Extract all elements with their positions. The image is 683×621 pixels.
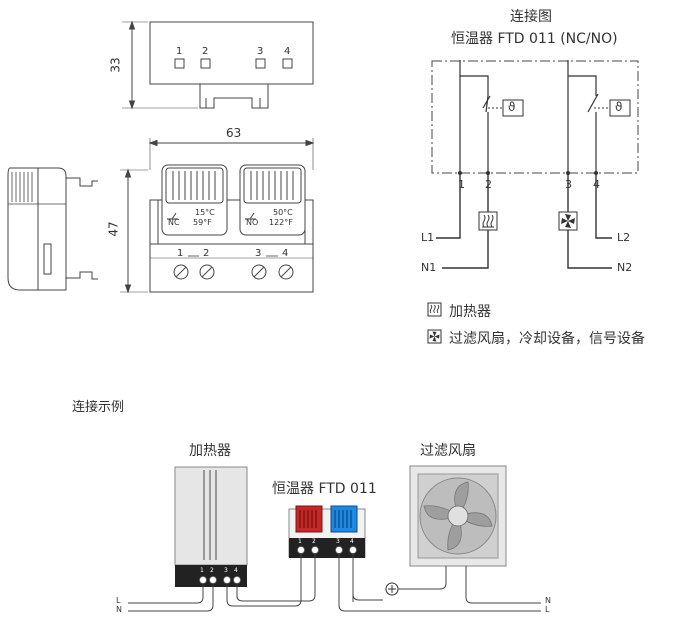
nc-prefix: NC [168,218,180,227]
wiring-terminal-4: 4 [593,178,600,191]
example-title: 连接示例 [72,400,125,415]
wiring-subtitle: 恒温器 FTD 011 (NC/NO) [451,31,618,47]
top-terminal-label-4: 4 [284,46,291,57]
side-view-body [7,167,67,291]
left-line-l: L [116,596,121,605]
wiring-title: 连接图 [510,9,552,25]
din-clip [199,84,269,109]
label-l1: L1 [421,231,435,244]
top-terminal-label-3: 3 [257,46,264,57]
dim-47-label: 47 [106,221,121,237]
no-prefix: NO [246,218,259,227]
label-n1: N1 [421,261,437,274]
nc-temp-f: 59°F [193,218,212,227]
dim-63-label: 63 [226,126,242,140]
thermostat-terminal-num-1: 1 [298,538,302,545]
top-terminal-1 [174,58,185,69]
top-terminal-2 [200,58,211,69]
wiring-terminal-2: 2 [485,178,492,191]
heater-terminal-num-2: 2 [210,567,214,574]
right-line-n: N [545,596,551,605]
top-terminal-label-1: 1 [176,46,183,57]
label-n2: N2 [617,261,633,274]
theta-symbol-right: ϑ [615,100,623,114]
nc-temp-c: 15°C [195,208,215,217]
thermostat-label: 恒温器 FTD 011 [272,481,377,497]
no-temp-f: 122°F [269,218,293,227]
legend-heater-text: 加热器 [449,304,491,320]
front-terminal-label-3: 3 [255,248,262,259]
wiring-terminal-1: 1 [458,178,465,191]
left-line-n: N [116,605,122,614]
top-terminal-4 [282,58,293,69]
thermostat-terminal-num-4: 4 [350,538,354,545]
front-terminal-label-2: 2 [203,248,210,259]
heater-terminal-num-4: 4 [234,567,238,574]
theta-symbol-left: ϑ [508,100,516,114]
front-terminal-label-4: 4 [282,248,289,259]
heater-label: 加热器 [189,443,231,459]
thermostat-terminal-num-2: 2 [312,538,316,545]
top-terminal-3 [255,58,266,69]
heater-terminal-num-1: 1 [200,567,204,574]
top-terminal-label-2: 2 [202,46,209,57]
right-line-l: L [545,605,550,614]
front-terminal-label-1: 1 [177,248,184,259]
top-view-body [149,21,314,85]
wiring-terminal-3: 3 [565,178,572,191]
fan-label: 过滤风扇 [420,443,476,459]
dim-33-label: 33 [108,57,123,73]
thermostat-terminal-num-3: 3 [336,538,340,545]
legend-fan-text: 过滤风扇，冷却设备，信号设备 [449,331,645,347]
label-l2: L2 [617,231,631,244]
heater-terminal-num-3: 3 [224,567,228,574]
no-temp-c: 50°C [273,208,293,217]
